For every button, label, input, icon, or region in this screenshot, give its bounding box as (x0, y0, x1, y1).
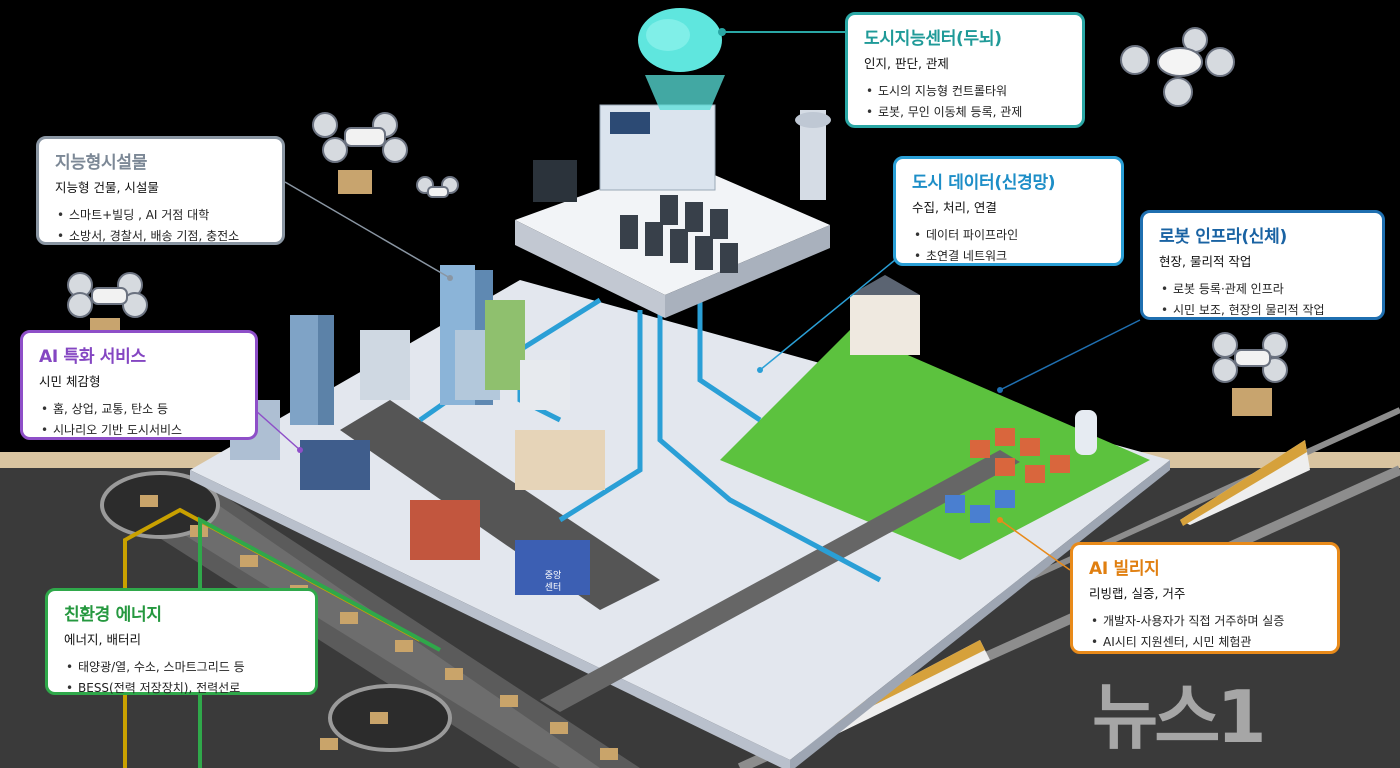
card-subtitle: 수집, 처리, 연결 (912, 200, 997, 215)
underground-tunnel (100, 471, 640, 768)
list-item: 시나리오 기반 도시서비스 (39, 420, 241, 441)
card-list: 홈, 상업, 교통, 탄소 등 시나리오 기반 도시서비스 (39, 399, 241, 441)
card-list: 도시의 지능형 컨트롤타워 로봇, 무인 이동체 등록, 관제 (864, 81, 1068, 123)
card-list: 데이터 파이프라인 초연결 네트워크 (912, 225, 1107, 267)
card-title: 지능형시설물 (55, 153, 148, 173)
list-item: AI시티 지원센터, 시민 체험관 (1089, 632, 1323, 653)
card-subtitle: 지능형 건물, 시설물 (55, 180, 159, 195)
city-platform (190, 280, 1170, 768)
news1-watermark: 뉴스1 (1092, 640, 1392, 759)
card-subtitle: 리빙랩, 실증, 거주 (1089, 586, 1186, 601)
card-subtitle: 시민 체감형 (39, 374, 101, 389)
card-robot-infra: 로봇 인프라(신체) 현장, 물리적 작업 로봇 등록·관제 인프라 시민 보조… (1140, 210, 1385, 321)
list-item: 스마트+빌딩 , AI 거점 대학 (55, 205, 268, 226)
brain-graphic (638, 8, 845, 110)
card-brain-center: 도시지능센터(두뇌) 인지, 판단, 관제 도시의 지능형 컨트롤타워 로봇, … (845, 12, 1085, 128)
card-intelligent-facility: 지능형시설물 지능형 건물, 시설물 스마트+빌딩 , AI 거점 대학 소방서… (36, 136, 285, 247)
village-houses (850, 275, 1097, 523)
card-title: AI 빌리지 (1089, 559, 1160, 579)
svg-text:센터: 센터 (545, 582, 562, 593)
connector-lines (254, 181, 1141, 571)
left-buildings (230, 265, 605, 595)
list-item: 소방서, 경찰서, 배송 기점, 충전소 (55, 226, 268, 247)
data-center-platform (515, 104, 831, 318)
list-item: 도시의 지능형 컨트롤타워 (864, 81, 1068, 102)
card-list: 스마트+빌딩 , AI 거점 대학 소방서, 경찰서, 배송 기점, 충전소 (55, 205, 268, 247)
watermark-text: 뉴스1 (1092, 675, 1267, 759)
list-item: 로봇, 무인 이동체 등록, 관제 (864, 102, 1068, 123)
card-subtitle: 에너지, 배터리 (64, 632, 141, 647)
card-title: AI 특화 서비스 (39, 347, 146, 367)
list-item: 홈, 상업, 교통, 탄소 등 (39, 399, 241, 420)
drone-icons (67, 27, 1288, 416)
list-item: 로봇 등록·관제 인프라 (1159, 279, 1368, 300)
card-list: 개발자-사용자가 직접 거주하며 실증 AI시티 지원센터, 시민 체험관 (1089, 611, 1323, 653)
list-item: 초연결 네트워크 (912, 246, 1107, 267)
card-ai-village: AI 빌리지 리빙랩, 실증, 거주 개발자-사용자가 직접 거주하며 실증 A… (1070, 542, 1340, 654)
list-item: 태양광/열, 수소, 스마트그리드 등 (64, 657, 301, 678)
list-item: BESS(전력 저장장치), 전력선로 (64, 678, 301, 699)
card-title: 도시 데이터(신경망) (912, 173, 1056, 193)
card-subtitle: 현장, 물리적 작업 (1159, 254, 1252, 269)
card-title: 로봇 인프라(신체) (1159, 227, 1287, 247)
card-city-data: 도시 데이터(신경망) 수집, 처리, 연결 데이터 파이프라인 초연결 네트워… (893, 156, 1124, 267)
card-subtitle: 인지, 판단, 관제 (864, 56, 949, 71)
card-ai-service: AI 특화 서비스 시민 체감형 홈, 상업, 교통, 탄소 등 시나리오 기반… (20, 330, 258, 441)
list-item: 데이터 파이프라인 (912, 225, 1107, 246)
card-title: 친환경 에너지 (64, 605, 162, 625)
list-item: 시민 보조, 현장의 물리적 작업 (1159, 300, 1368, 321)
card-eco-energy: 친환경 에너지 에너지, 배터리 태양광/열, 수소, 스마트그리드 등 BES… (45, 588, 318, 699)
center-building-label: 중앙 (545, 569, 562, 581)
card-list: 태양광/열, 수소, 스마트그리드 등 BESS(전력 저장장치), 전력선로 (64, 657, 301, 699)
card-list: 로봇 등록·관제 인프라 시민 보조, 현장의 물리적 작업 (1159, 279, 1368, 321)
card-title: 도시지능센터(두뇌) (864, 29, 1002, 49)
list-item: 개발자-사용자가 직접 거주하며 실증 (1089, 611, 1323, 632)
